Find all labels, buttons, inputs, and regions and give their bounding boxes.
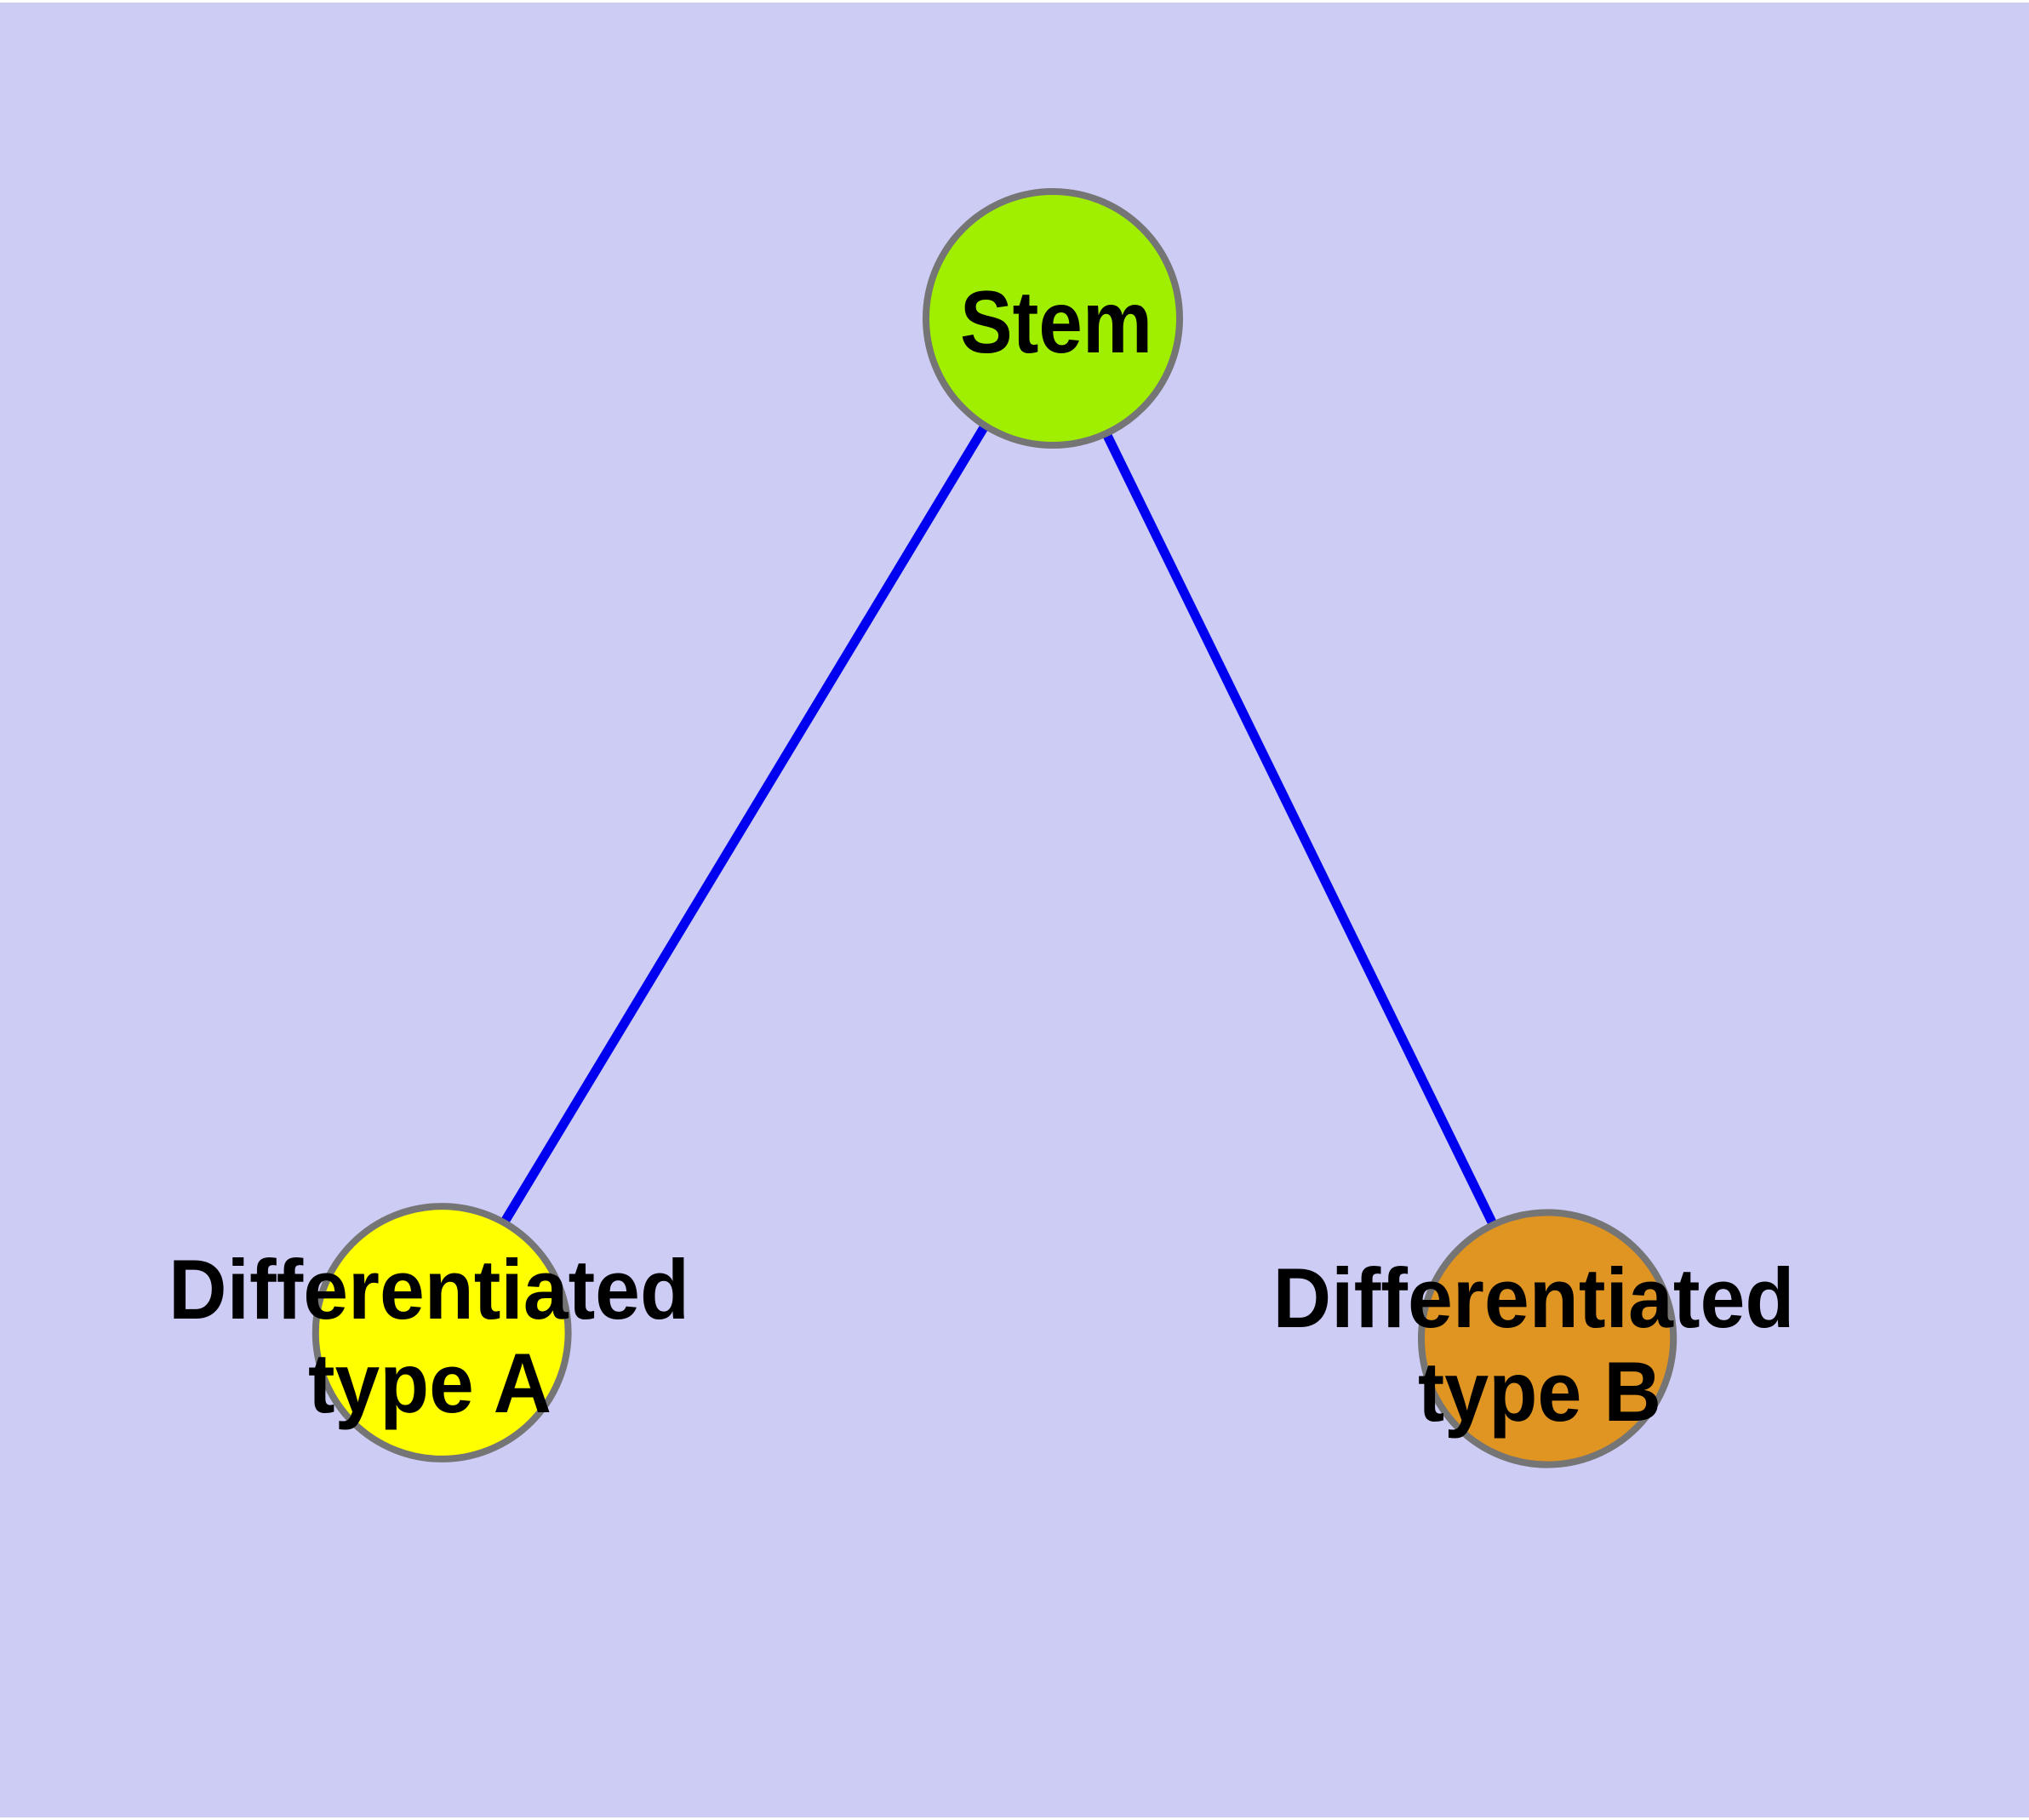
- svg-text:type B: type B: [1418, 1344, 1661, 1439]
- svg-text:Differentiated: Differentiated: [1273, 1251, 1795, 1345]
- svg-text:type A: type A: [308, 1336, 552, 1430]
- svg-text:Stem: Stem: [960, 273, 1152, 372]
- svg-text:Differentiated: Differentiated: [169, 1242, 689, 1336]
